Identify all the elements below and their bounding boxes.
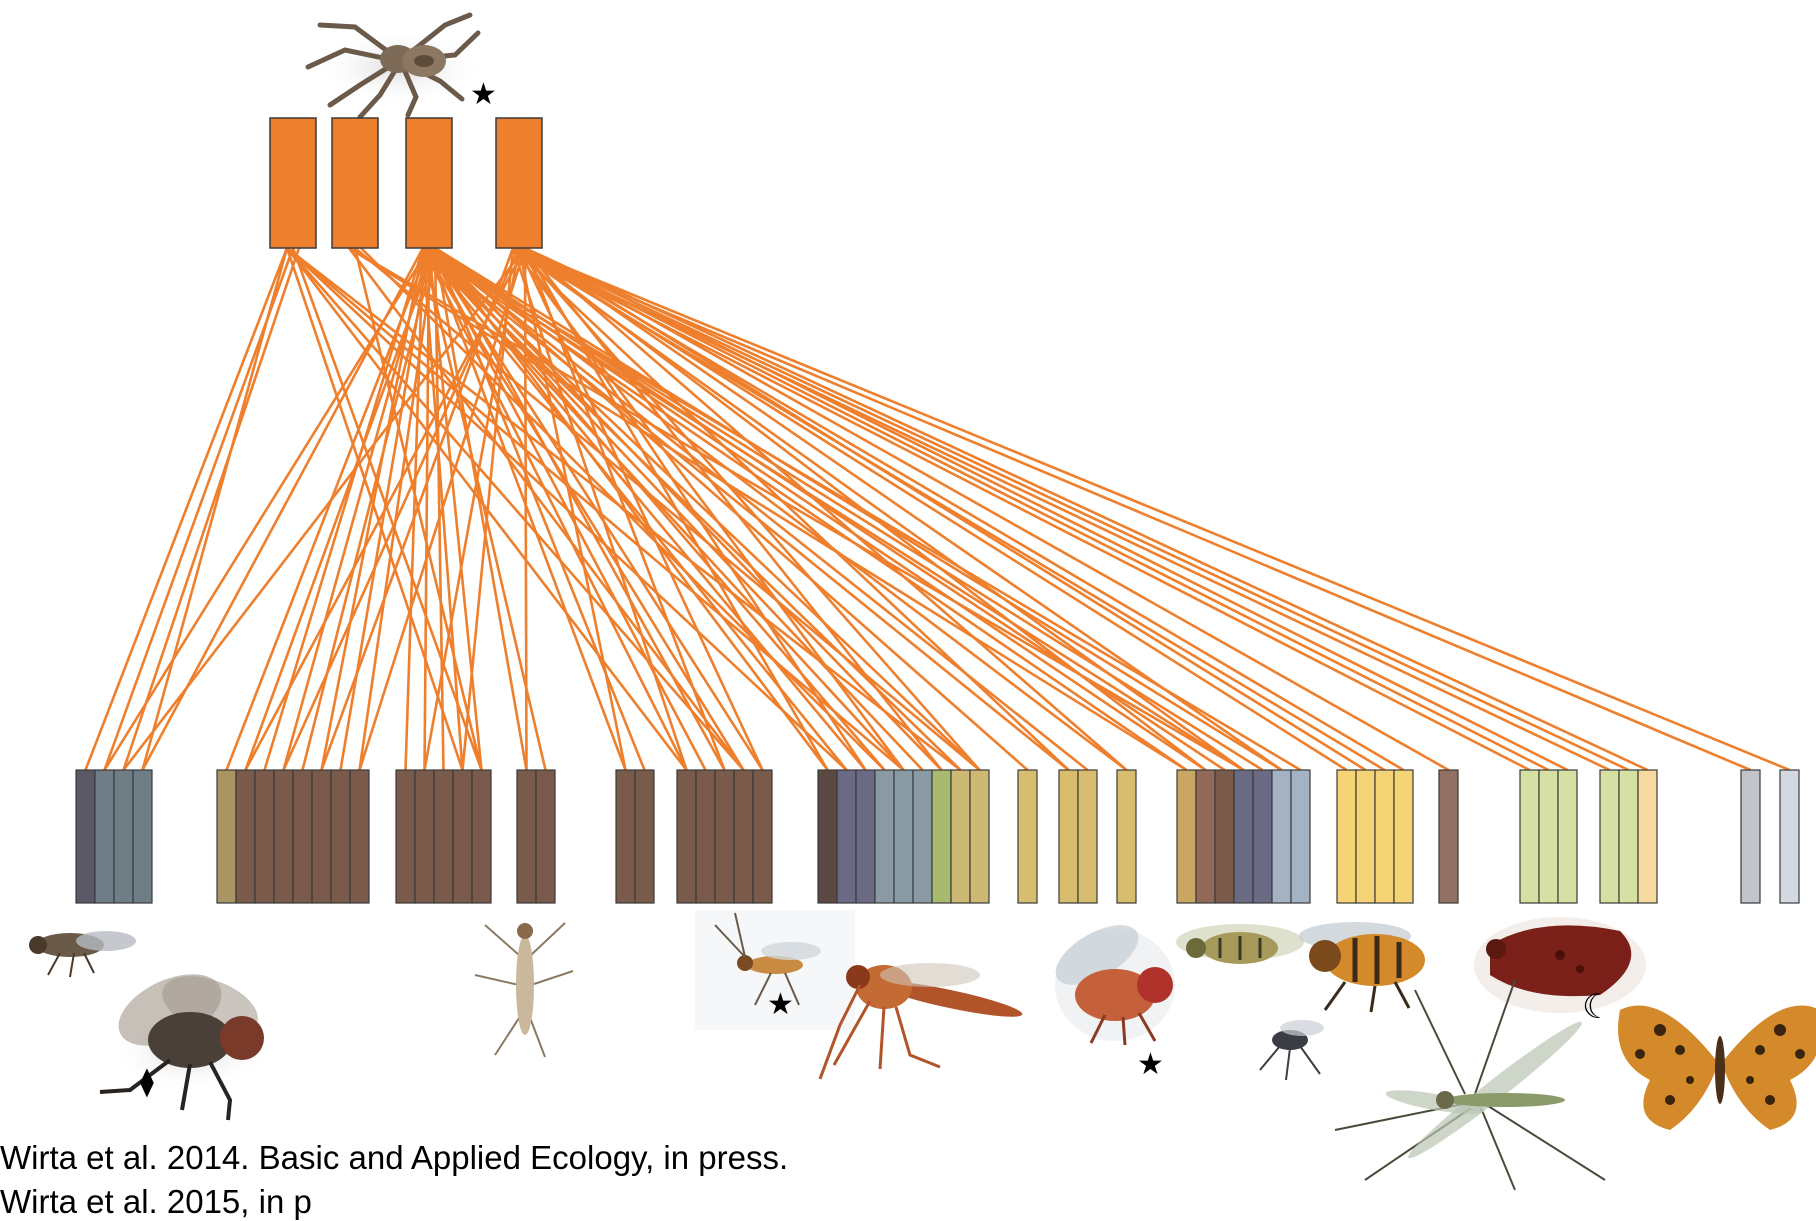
prey-block [616, 770, 635, 903]
link-line [525, 248, 1282, 770]
trophic-links [86, 248, 1790, 770]
prey-block [1356, 770, 1375, 903]
predator-block [332, 118, 378, 248]
prey-block [236, 770, 255, 903]
star-marker-fruitfly: ★ [1137, 1050, 1164, 1080]
link-line [513, 248, 1385, 770]
prey-block [1078, 770, 1097, 903]
hoverfly-small-illustration [1176, 924, 1304, 964]
prey-block [1780, 770, 1799, 903]
prey-block [293, 770, 312, 903]
prey-block [1196, 770, 1215, 903]
prey-block [217, 770, 236, 903]
prey-block [875, 770, 894, 903]
prey-block [951, 770, 970, 903]
prey-block [453, 770, 472, 903]
prey-block [76, 770, 95, 903]
prey-block [1177, 770, 1196, 903]
predator-blocks [270, 118, 542, 248]
prey-block [1059, 770, 1078, 903]
citation-1: Wirta et al. 2014. Basic and Applied Eco… [0, 1139, 788, 1177]
prey-block [255, 770, 274, 903]
fruit-fly-illustration [1046, 913, 1175, 1045]
link-line [435, 248, 1028, 770]
small-fly-illustration [29, 931, 136, 977]
prey-block [1520, 770, 1539, 903]
prey-block [1272, 770, 1291, 903]
prey-block [331, 770, 350, 903]
prey-block [970, 770, 989, 903]
prey-block [1558, 770, 1577, 903]
prey-block [1337, 770, 1356, 903]
link-line [124, 248, 526, 770]
star-marker-spider: ★ [470, 80, 497, 110]
prey-block [1394, 770, 1413, 903]
prey-block [114, 770, 133, 903]
prey-block [1539, 770, 1558, 903]
prey-block [1375, 770, 1394, 903]
link-line [519, 248, 1404, 770]
prey-block [1117, 770, 1136, 903]
prey-block [472, 770, 491, 903]
prey-block [913, 770, 932, 903]
prey-block [1291, 770, 1310, 903]
prey-block [1018, 770, 1037, 903]
prey-block [715, 770, 734, 903]
spider-illustration [308, 15, 485, 117]
prey-block [1638, 770, 1657, 903]
diamond-marker-housefly: ⧫ [140, 1068, 154, 1096]
prey-block [274, 770, 293, 903]
citation-2: Wirta et al. 2015, in p [0, 1183, 312, 1221]
prey-block [415, 770, 434, 903]
prey-block [1234, 770, 1253, 903]
link-line [519, 248, 980, 770]
house-fly-illustration [100, 960, 270, 1120]
prey-block [517, 770, 536, 903]
prey-block [434, 770, 453, 903]
prey-block [312, 770, 331, 903]
prey-block [536, 770, 555, 903]
prey-block [856, 770, 875, 903]
prey-block [753, 770, 772, 903]
prey-block [1600, 770, 1619, 903]
butterfly-illustration [1618, 1006, 1816, 1130]
moth-illustration [1474, 917, 1646, 1013]
star-marker-wasp: ★ [767, 990, 794, 1020]
prey-block [818, 770, 837, 903]
prey-block [350, 770, 369, 903]
prey-block [133, 770, 152, 903]
hoverfly-large-illustration [1299, 922, 1425, 1012]
small-gnat-illustration [1260, 1020, 1324, 1080]
predator-block [270, 118, 316, 248]
prey-block [396, 770, 415, 903]
prey-block [1253, 770, 1272, 903]
moon-marker-moth: ☾ [1582, 990, 1612, 1024]
prey-block [635, 770, 654, 903]
prey-block [894, 770, 913, 903]
predator-block [406, 118, 452, 248]
prey-block [95, 770, 114, 903]
prey-block [734, 770, 753, 903]
prey-block [696, 770, 715, 903]
prey-block [837, 770, 856, 903]
link-line [423, 248, 1069, 770]
prey-block [932, 770, 951, 903]
prey-block [1439, 770, 1458, 903]
prey-blocks [76, 770, 1799, 903]
prey-block [1741, 770, 1760, 903]
prey-block [677, 770, 696, 903]
prey-block [1619, 770, 1638, 903]
prey-block [1215, 770, 1234, 903]
midge-illustration [475, 923, 573, 1057]
link-line [525, 248, 527, 770]
predator-block [496, 118, 542, 248]
